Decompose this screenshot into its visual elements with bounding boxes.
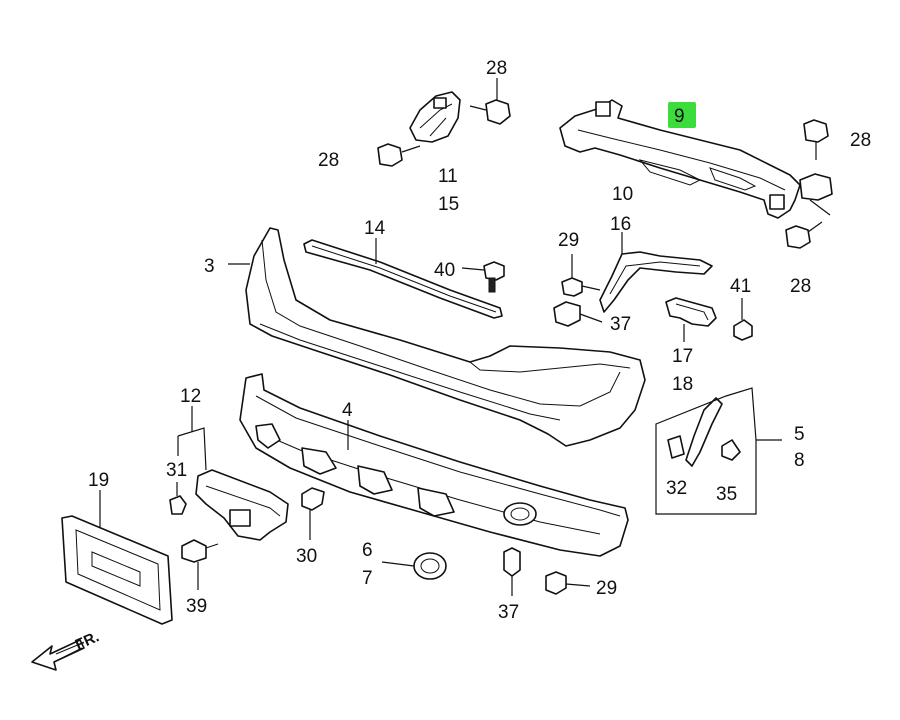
callout-labels: 28 28 28 28 9 10 11 15 14 3 40 29 16 37 … [73,58,871,654]
highlight-box-9 [668,102,696,128]
label-16: 16 [610,214,631,235]
label-10: 10 [612,184,633,205]
label-37-upper: 37 [610,314,631,335]
upper-garnish-strip[interactable] [303,238,503,319]
label-31: 31 [166,460,187,481]
label-15: 15 [438,194,459,215]
label-18: 18 [672,374,693,395]
license-plate-frame[interactable] [61,490,173,625]
clip-40[interactable] [461,261,505,293]
label-14: 14 [364,218,386,239]
label-29-lower: 29 [596,578,617,599]
bumper-face[interactable] [228,227,646,447]
bolt-37-upper[interactable] [553,301,603,327]
label-4: 4 [342,400,353,421]
label-35: 35 [716,484,737,505]
label-32: 32 [666,478,687,499]
clip-37-lower[interactable] [503,547,521,596]
label-28-right-top: 28 [850,130,871,151]
label-5: 5 [794,424,805,445]
license-bracket[interactable] [177,406,289,541]
label-29-upper: 29 [558,230,579,251]
lower-bumper-skirt[interactable] [239,373,629,557]
label-28-top: 28 [486,58,507,79]
bolt-28-right-bottom[interactable] [785,221,823,249]
side-bracket-upper[interactable] [409,91,461,143]
clip-31[interactable] [169,482,187,515]
label-17: 17 [672,346,693,367]
reinforcement-beam[interactable] [559,99,833,219]
bolt-28-top[interactable] [469,78,511,125]
label-19: 19 [88,470,109,491]
label-28-right-bottom: 28 [790,276,811,297]
bolt-28-left[interactable] [377,143,421,167]
front-arrow-icon [31,639,85,671]
label-39: 39 [186,596,207,617]
label-7: 7 [362,568,373,589]
bolt-29-upper[interactable] [561,254,601,297]
label-30: 30 [296,546,317,567]
screw-29-lower[interactable] [545,571,591,595]
screw-30[interactable] [301,487,325,540]
label-12: 12 [180,386,201,407]
bolt-28-right-top[interactable] [803,119,829,160]
label-37-lower: 37 [498,602,519,623]
front-arrow-label: FR. [73,628,102,653]
clip-41[interactable] [733,298,753,341]
side-bracket-16[interactable] [599,232,713,313]
side-spacer[interactable] [655,387,782,515]
label-40: 40 [434,260,455,281]
label-11: 11 [438,166,458,187]
bolt-39[interactable] [181,539,219,590]
label-9: 9 [674,106,685,127]
label-6: 6 [362,540,373,561]
label-3: 3 [204,256,215,277]
label-8: 8 [794,450,805,471]
label-28-left: 28 [318,150,339,171]
label-41: 41 [730,276,751,297]
bracket-17[interactable] [665,297,717,342]
grommet-ring[interactable] [381,552,447,580]
